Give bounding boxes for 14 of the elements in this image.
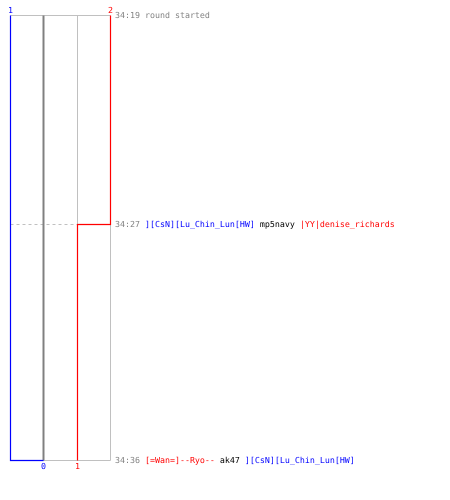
player-name: ][CsN][Lu_Chin_Lun[HW] <box>144 219 255 229</box>
player-name: [=Wan=]--Ryo-- <box>144 455 215 465</box>
event-text: round started <box>144 10 210 20</box>
count-label: 0 <box>41 462 46 470</box>
player-name: ][CsN][Lu_Chin_Lun[HW] <box>244 455 355 465</box>
count-label: 2 <box>108 6 113 14</box>
weapon-name: mp5navy <box>260 219 295 229</box>
player-name: |YY|denise_richards <box>300 219 395 229</box>
timestamp: 34:19 <box>115 10 140 20</box>
weapon-name: ak47 <box>220 455 240 465</box>
timestamp: 34:27 <box>115 219 140 229</box>
count-label: 1 <box>75 462 80 470</box>
timestamp: 34:36 <box>115 455 140 465</box>
count-label: 1 <box>8 6 13 14</box>
